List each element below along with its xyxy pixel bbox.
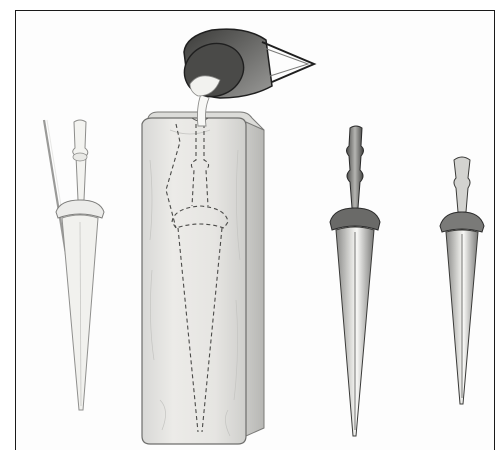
finished-dagger-2 — [440, 157, 484, 404]
dagger-2-hilt — [454, 157, 470, 212]
finished-dagger-1 — [330, 126, 380, 436]
stone-mould — [142, 112, 264, 444]
dagger-1-hilt — [347, 126, 364, 208]
mould-front-face — [142, 118, 246, 444]
dagger-blank — [56, 120, 104, 410]
mould-side-face — [246, 122, 264, 436]
rod-and-dagger-blank — [44, 120, 104, 410]
crucible — [177, 29, 314, 126]
dagger-2-guard — [440, 212, 484, 232]
